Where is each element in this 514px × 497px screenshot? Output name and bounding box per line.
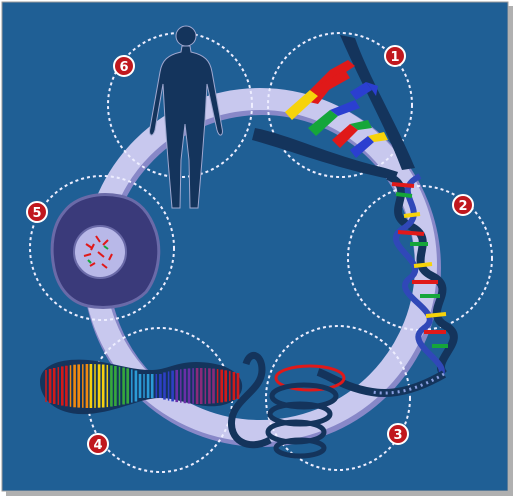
panel-shadow-bottom bbox=[6, 491, 513, 496]
step-badge-1: 1 bbox=[384, 45, 406, 67]
helix-rungs bbox=[391, 182, 448, 348]
human-body-icon bbox=[149, 25, 223, 209]
badge-5-circle bbox=[26, 201, 48, 223]
badge-6-label: 6 bbox=[119, 60, 128, 75]
step-circle-1 bbox=[267, 32, 413, 178]
badge-1-label: 1 bbox=[390, 50, 399, 65]
badge-4-circle bbox=[87, 433, 109, 455]
coil-lead bbox=[228, 352, 272, 449]
badge-3-circle bbox=[387, 423, 409, 445]
nucleus-chromatin-green bbox=[87, 245, 109, 264]
badge-1-circle bbox=[384, 45, 406, 67]
badge-2-label: 2 bbox=[458, 199, 467, 214]
step-circle-2 bbox=[347, 185, 493, 331]
step-circle-3 bbox=[265, 325, 411, 471]
nucleus-chromatin bbox=[83, 235, 113, 269]
coil-loop-2 bbox=[269, 382, 339, 410]
step-badge-5: 5 bbox=[26, 201, 48, 223]
coil-tail-stripes bbox=[371, 372, 445, 395]
badge-3-label: 3 bbox=[393, 428, 402, 443]
chromatin-coil-icon bbox=[228, 352, 447, 459]
strand-b bbox=[252, 128, 398, 180]
coil-tail bbox=[316, 368, 447, 397]
panel-shadow-right bbox=[508, 6, 513, 495]
step-badge-4: 4 bbox=[87, 433, 109, 455]
chromosome-bands bbox=[45, 364, 240, 408]
nucleotide-pair-icon bbox=[252, 35, 415, 180]
badge-4-label: 4 bbox=[93, 438, 102, 453]
cell-nucleus-icon bbox=[50, 193, 161, 309]
step-badge-3: 3 bbox=[387, 423, 409, 445]
badge-6-circle bbox=[113, 55, 135, 77]
badge-2-circle bbox=[452, 194, 474, 216]
coil-loop-1 bbox=[274, 364, 346, 392]
step-badge-2: 2 bbox=[452, 194, 474, 216]
base-pairs bbox=[285, 60, 388, 158]
step-badge-6: 6 bbox=[113, 55, 135, 77]
coil-loop-5 bbox=[273, 437, 327, 459]
nucleus bbox=[73, 225, 127, 279]
badge-5-label: 5 bbox=[32, 206, 41, 221]
dna-helix-icon bbox=[386, 172, 458, 378]
helix-backbone-a bbox=[386, 172, 458, 377]
chromosome-icon bbox=[40, 359, 243, 415]
strand-a bbox=[340, 35, 415, 170]
helix-backbone-b bbox=[393, 173, 445, 378]
step-circle-5 bbox=[29, 175, 175, 321]
